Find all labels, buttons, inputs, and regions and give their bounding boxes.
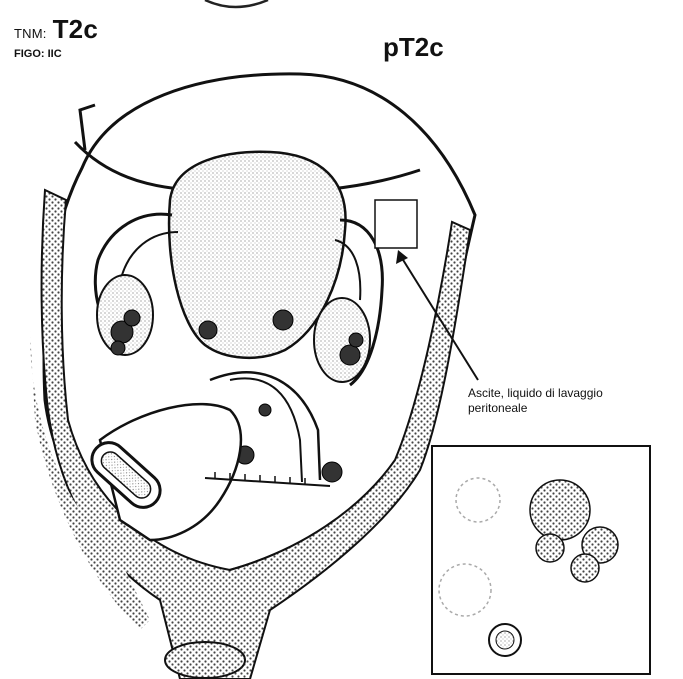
top-partial-shape: [205, 0, 268, 7]
cytology-inset: [432, 446, 650, 674]
pelvic-outlet: [165, 642, 245, 678]
sample-box: [375, 200, 417, 248]
callout-text: Ascite, liquido di lavaggio peritoneale: [468, 386, 668, 416]
callout-line-2: peritoneale: [468, 401, 668, 416]
callout-line-1: Ascite, liquido di lavaggio: [468, 386, 668, 401]
